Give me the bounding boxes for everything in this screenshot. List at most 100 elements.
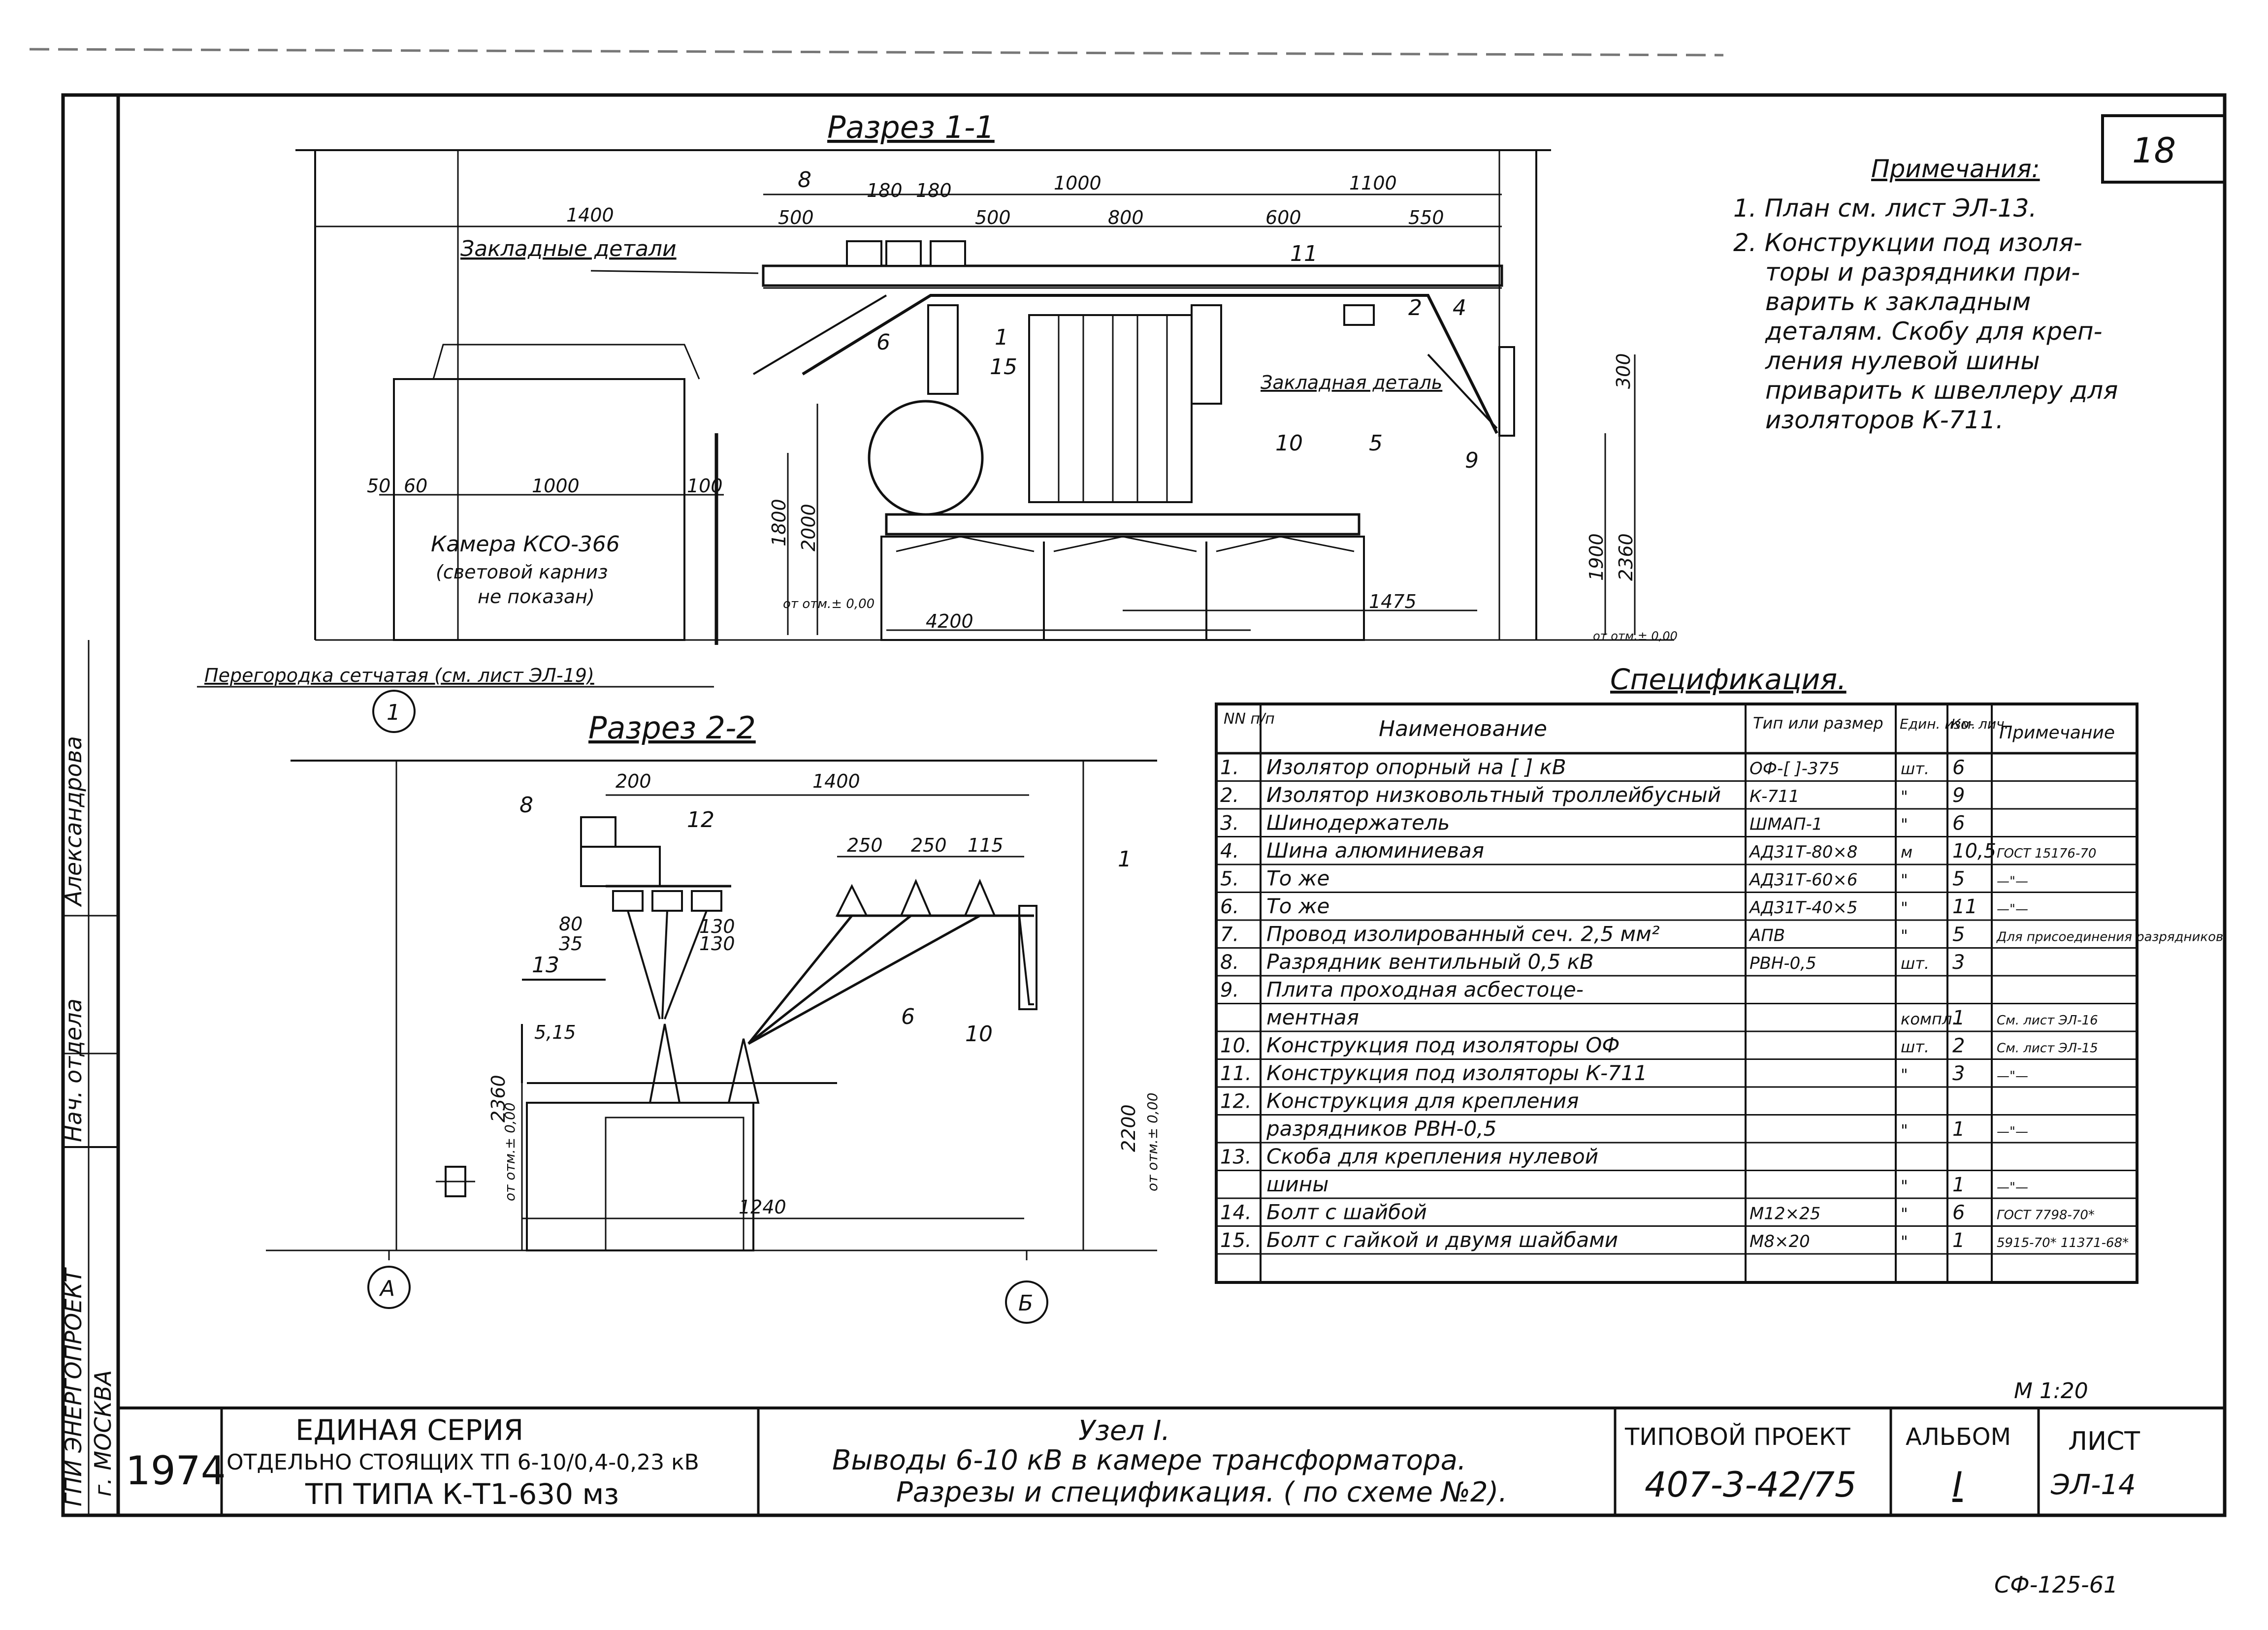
sheet-frame bbox=[61, 93, 2227, 1517]
scale-label: М 1:20 bbox=[2014, 1378, 2088, 1404]
svg-text:4: 4 bbox=[1453, 295, 1466, 320]
svg-text:12: 12 bbox=[687, 807, 714, 832]
svg-text:Наименование: Наименование bbox=[1379, 716, 1547, 741]
svg-text:Александрова: Александрова bbox=[60, 736, 87, 907]
svg-text:от отм.± 0,00: от отм.± 0,00 bbox=[502, 1102, 518, 1201]
svg-text:1: 1 bbox=[1118, 847, 1132, 872]
svg-text:5: 5 bbox=[1369, 431, 1383, 456]
spec-cell: ГОСТ 7798-70* bbox=[1997, 1208, 2095, 1223]
svg-text:1100: 1100 bbox=[1349, 172, 1397, 194]
svg-text:ТИПОВОЙ ПРОЕКТ: ТИПОВОЙ ПРОЕКТ bbox=[1624, 1423, 1850, 1451]
spec-cell: ГОСТ 15176-70 bbox=[1997, 846, 2096, 861]
spec-cell: шт. bbox=[1901, 1038, 1929, 1056]
spec-cell: 6 bbox=[1952, 812, 1965, 835]
spec-cell: Болт с шайбой bbox=[1266, 1200, 1427, 1224]
svg-text:2. Конструкции под изоля-: 2. Конструкции под изоля- bbox=[1733, 228, 2082, 257]
spec-cell: 11 bbox=[1952, 895, 1977, 918]
svg-text:2200: 2200 bbox=[1118, 1104, 1139, 1152]
spec-cell: 5 bbox=[1952, 924, 1965, 946]
svg-text:2000: 2000 bbox=[798, 504, 819, 551]
svg-text:1900: 1900 bbox=[1586, 533, 1607, 581]
spec-title: Спецификация. bbox=[1610, 663, 1847, 696]
svg-text:от отм.± 0,00: от отм.± 0,00 bbox=[1144, 1092, 1161, 1191]
side-stamp: г. МОСКВА ГПИ ЭНЕРГОПРОЕКТ Нач. отдела А… bbox=[60, 640, 118, 1515]
spec-cell: 13. bbox=[1220, 1146, 1252, 1169]
section-2-2: Разрез 2-2 bbox=[266, 710, 1161, 1324]
svg-text:2: 2 bbox=[1408, 295, 1422, 320]
spec-cell: 5915-70* 11371-68* bbox=[1997, 1236, 2129, 1250]
axis-marker-a: А bbox=[379, 1276, 395, 1301]
svg-text:Тип или размер: Тип или размер bbox=[1753, 714, 1883, 733]
svg-text:10: 10 bbox=[965, 1022, 993, 1047]
spec-cell: " bbox=[1901, 787, 1908, 806]
svg-text:Ко- лич.: Ко- лич. bbox=[1951, 716, 2009, 732]
svg-text:изоляторов К-711.: изоляторов К-711. bbox=[1765, 406, 2004, 434]
svg-text:ЭЛ-14: ЭЛ-14 bbox=[2050, 1469, 2136, 1501]
spec-cell: шины bbox=[1266, 1172, 1328, 1196]
svg-text:80: 80 bbox=[559, 913, 583, 935]
section-2-2-title: Разрез 2-2 bbox=[588, 710, 756, 746]
svg-text:1240: 1240 bbox=[739, 1196, 786, 1218]
spec-cell: То же bbox=[1266, 866, 1329, 891]
spec-cell: 6 bbox=[1952, 757, 1965, 779]
spec-cell: м bbox=[1901, 843, 1912, 862]
svg-text:300: 300 bbox=[1613, 353, 1634, 389]
spec-cell: То же bbox=[1266, 894, 1329, 918]
spec-cell: Болт с гайкой и двумя шайбами bbox=[1266, 1228, 1618, 1252]
svg-text:4200: 4200 bbox=[926, 610, 973, 632]
svg-text:2360: 2360 bbox=[487, 1075, 509, 1122]
svg-text:деталям. Скобу для креп-: деталям. Скобу для креп- bbox=[1765, 317, 2103, 346]
svg-text:NN п/п: NN п/п bbox=[1224, 710, 1275, 728]
svg-text:Перегородка сетчатая (см. лист: Перегородка сетчатая (см. лист ЭЛ-19) bbox=[204, 665, 594, 686]
svg-text:ЕДИНАЯ СЕРИЯ: ЕДИНАЯ СЕРИЯ bbox=[295, 1413, 523, 1447]
spec-cell: —"— bbox=[1997, 1069, 2028, 1084]
svg-text:115: 115 bbox=[968, 834, 1004, 856]
section-1-1-title: Разрез 1-1 bbox=[827, 109, 995, 145]
svg-text:от отм.± 0,00: от отм.± 0,00 bbox=[783, 597, 875, 611]
svg-text:8: 8 bbox=[798, 167, 811, 192]
title-block: 1974 ЕДИНАЯ СЕРИЯ ОТДЕЛЬНО СТОЯЩИХ ТП 6-… bbox=[118, 1406, 2225, 1515]
svg-text:Узел I.: Узел I. bbox=[1078, 1415, 1170, 1447]
svg-text:180: 180 bbox=[916, 180, 952, 201]
spec-cell: " bbox=[1901, 1121, 1908, 1140]
spec-cell: Шинодержатель bbox=[1266, 811, 1450, 835]
axis-marker-b: Б bbox=[1018, 1291, 1033, 1316]
spec-header: NN п/п Наименование Тип или размер Един.… bbox=[1224, 710, 2115, 743]
spec-cell: разрядников РВН-0,5 bbox=[1266, 1117, 1496, 1141]
project-number: 407-3-42/75 bbox=[1645, 1465, 1856, 1505]
svg-text:800: 800 bbox=[1108, 207, 1144, 228]
spec-cell: 4. bbox=[1220, 840, 1239, 863]
svg-text:(световой карниз: (световой карниз bbox=[436, 561, 608, 583]
spec-cell: 11. bbox=[1220, 1062, 1252, 1085]
svg-text:приварить к швеллеру для: приварить к швеллеру для bbox=[1765, 376, 2118, 405]
svg-text:ления нулевой шины: ления нулевой шины bbox=[1765, 347, 2040, 375]
title-year: 1974 bbox=[126, 1448, 226, 1494]
spec-cell: 5 bbox=[1952, 868, 1965, 891]
spec-cell: ШМАП-1 bbox=[1750, 815, 1822, 834]
spec-cell: " bbox=[1901, 1232, 1908, 1251]
spec-cell: 7. bbox=[1220, 924, 1239, 946]
svg-text:60: 60 bbox=[404, 475, 427, 497]
spec-cell: 2 bbox=[1952, 1035, 1965, 1057]
spec-cell: 3 bbox=[1952, 951, 1965, 974]
spec-cell: 12. bbox=[1220, 1090, 1252, 1113]
svg-text:250: 250 bbox=[911, 834, 947, 856]
svg-text:1400: 1400 bbox=[812, 770, 860, 792]
spec-cell: 14. bbox=[1220, 1202, 1252, 1224]
spec-cell: М12×25 bbox=[1750, 1204, 1820, 1224]
svg-text:ТП ТИПА К-Т1-630 мз: ТП ТИПА К-Т1-630 мз bbox=[305, 1477, 619, 1511]
spec-cell: 2. bbox=[1220, 784, 1239, 807]
svg-text:ЛИСТ: ЛИСТ bbox=[2068, 1427, 2140, 1456]
svg-text:1000: 1000 bbox=[1054, 172, 1102, 194]
sheet-number-box: 18 bbox=[2101, 114, 2226, 184]
svg-text:варить к закладным: варить к закладным bbox=[1765, 288, 2031, 316]
svg-text:Примечание: Примечание bbox=[1999, 723, 2115, 743]
svg-text:1800: 1800 bbox=[768, 499, 790, 546]
spec-cell: " bbox=[1901, 1177, 1908, 1195]
svg-text:от отм.± 0,00: от отм.± 0,00 bbox=[1593, 629, 1678, 643]
svg-text:Разрезы и спецификация. ( по с: Разрезы и спецификация. ( по схеме №2). bbox=[896, 1476, 1507, 1508]
spec-cell: 8. bbox=[1220, 951, 1239, 974]
notes-title: Примечания: bbox=[1871, 155, 2040, 183]
spec-cell: 9. bbox=[1220, 979, 1239, 1002]
svg-text:18: 18 bbox=[2132, 130, 2176, 171]
